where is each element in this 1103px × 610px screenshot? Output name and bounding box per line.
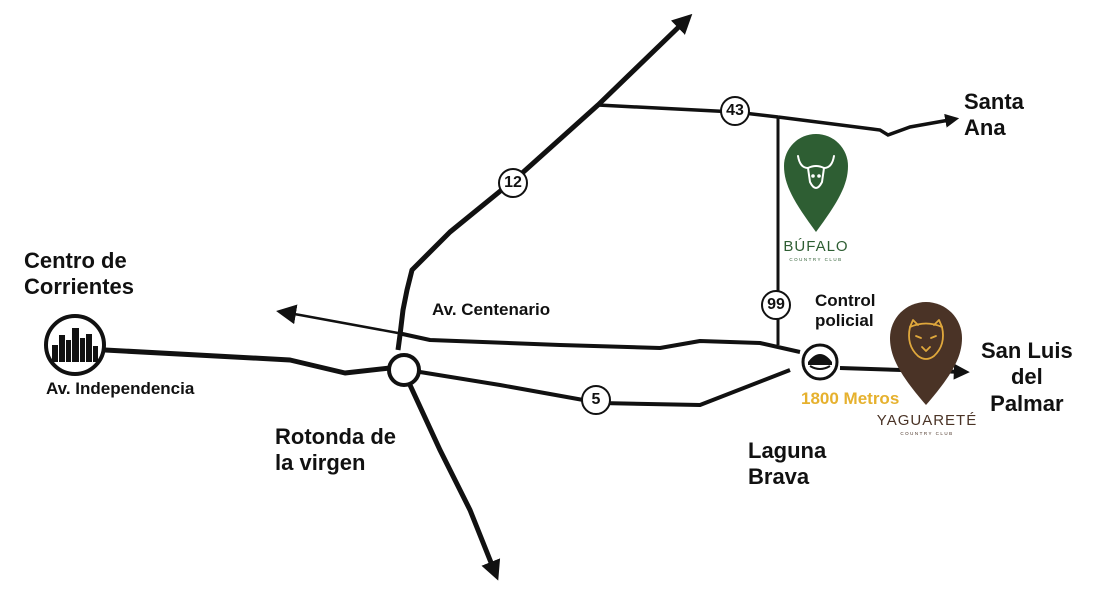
av-centenario-road-east: [397, 331, 801, 354]
route-12-road: [395, 13, 693, 351]
route-99-shield: 99: [761, 290, 791, 320]
bufalo-sub: COUNTRY CLUB: [789, 257, 843, 262]
route-43-road: [597, 103, 779, 119]
label-distance-1800-metros: 1800 Metros: [801, 389, 900, 408]
yaguarete-name: YAGUARETÉ: [876, 412, 978, 429]
route-43-shield: 43: [720, 96, 750, 126]
route-12-shield: 12: [498, 168, 528, 198]
roundabout-icon: [387, 353, 421, 387]
bufalo-pin: [784, 134, 848, 232]
bufalo-brand: BÚFALO COUNTRY CLUB: [776, 238, 856, 262]
av-independencia-road: [104, 347, 391, 376]
jaguar-head-icon: [908, 319, 944, 360]
city-skyline-icon: [44, 314, 106, 376]
yaguarete-brand: YAGUARETÉ COUNTRY CLUB: [872, 412, 982, 436]
av-centenario-road: [276, 304, 399, 335]
bufalo-name: BÚFALO: [783, 238, 849, 255]
yaguarete-sub: COUNTRY CLUB: [900, 431, 954, 436]
label-av-centenario: Av. Centenario: [432, 300, 551, 319]
south-road: [407, 383, 501, 581]
label-av-independencia: Av. Independencia: [46, 379, 195, 398]
bull-head-icon: [797, 155, 835, 189]
route-5-shield: 5: [581, 385, 611, 415]
yaguarete-pin: [890, 302, 962, 405]
santa-ana-road: [777, 113, 960, 137]
police-cap-icon: [801, 343, 839, 381]
